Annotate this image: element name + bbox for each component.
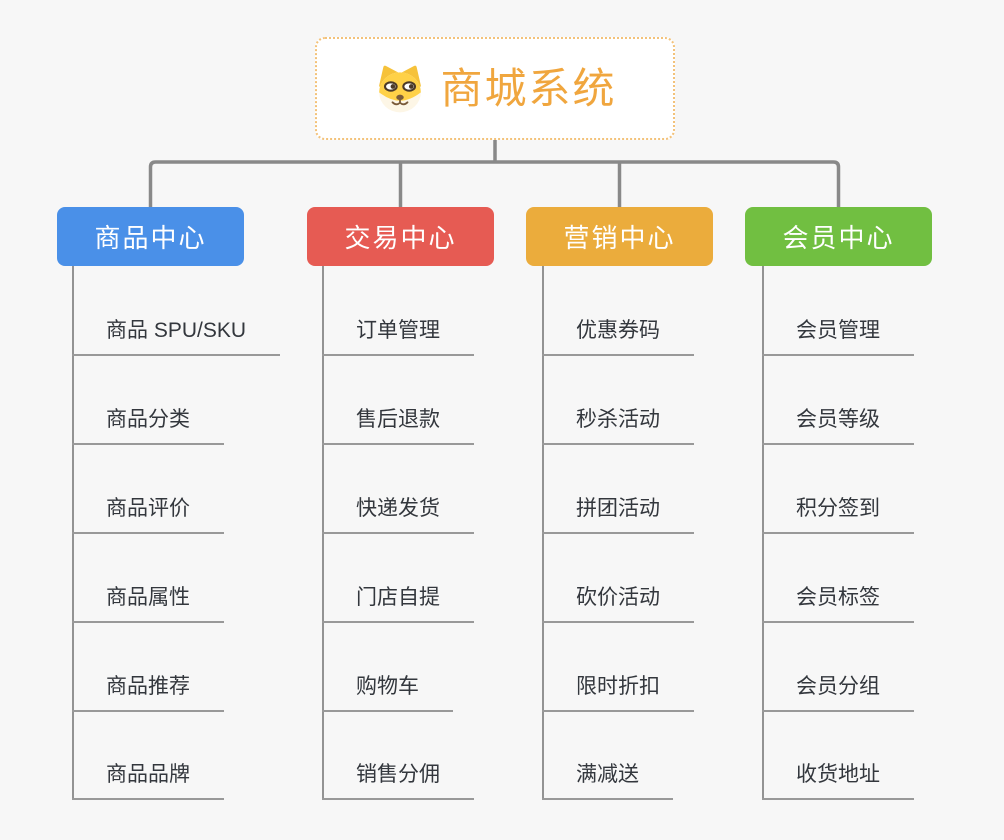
leaf-node[interactable]: 拼团活动: [542, 496, 694, 534]
leaf-node[interactable]: 商品 SPU/SKU: [72, 318, 281, 356]
branch-bracket-line: [148, 160, 841, 210]
leaf-node[interactable]: 优惠券码: [542, 318, 694, 356]
leaf-node[interactable]: 商品品牌: [72, 762, 224, 800]
shiba-dog-icon: [379, 65, 422, 112]
leaf-node[interactable]: 砍价活动: [542, 585, 694, 623]
leaf-node[interactable]: 商品评价: [72, 496, 224, 534]
leaf-node[interactable]: 会员等级: [762, 407, 914, 445]
branch-node-trade-center[interactable]: 交易中心: [307, 207, 494, 266]
leaf-node[interactable]: 秒杀活动: [542, 407, 694, 445]
leaf-node[interactable]: 商品属性: [72, 585, 224, 623]
leaf-node[interactable]: 满减送: [542, 762, 673, 800]
leaf-node[interactable]: 售后退款: [322, 407, 474, 445]
leaf-node[interactable]: 商品分类: [72, 407, 224, 445]
leaf-node[interactable]: 积分签到: [762, 496, 914, 534]
leaf-node[interactable]: 门店自提: [322, 585, 474, 623]
branch-node-marketing-center[interactable]: 营销中心: [526, 207, 713, 266]
leaf-node[interactable]: 销售分佣: [322, 762, 474, 800]
root-node[interactable]: 商城系统: [315, 37, 675, 140]
leaf-node[interactable]: 会员管理: [762, 318, 914, 356]
leaf-node[interactable]: 会员分组: [762, 674, 914, 712]
leaf-node[interactable]: 购物车: [322, 674, 453, 712]
leaf-node[interactable]: 订单管理: [322, 318, 474, 356]
branch-node-member-center[interactable]: 会员中心: [745, 207, 932, 266]
leaf-node[interactable]: 限时折扣: [542, 674, 694, 712]
leaf-node[interactable]: 快递发货: [322, 496, 474, 534]
leaf-node[interactable]: 会员标签: [762, 585, 914, 623]
connector-lines: [148, 140, 841, 210]
branch-node-product-center[interactable]: 商品中心: [57, 207, 244, 266]
root-title: 商城系统: [440, 64, 617, 112]
leaf-node[interactable]: 商品推荐: [72, 674, 224, 712]
leaf-node[interactable]: 收货地址: [762, 762, 914, 800]
